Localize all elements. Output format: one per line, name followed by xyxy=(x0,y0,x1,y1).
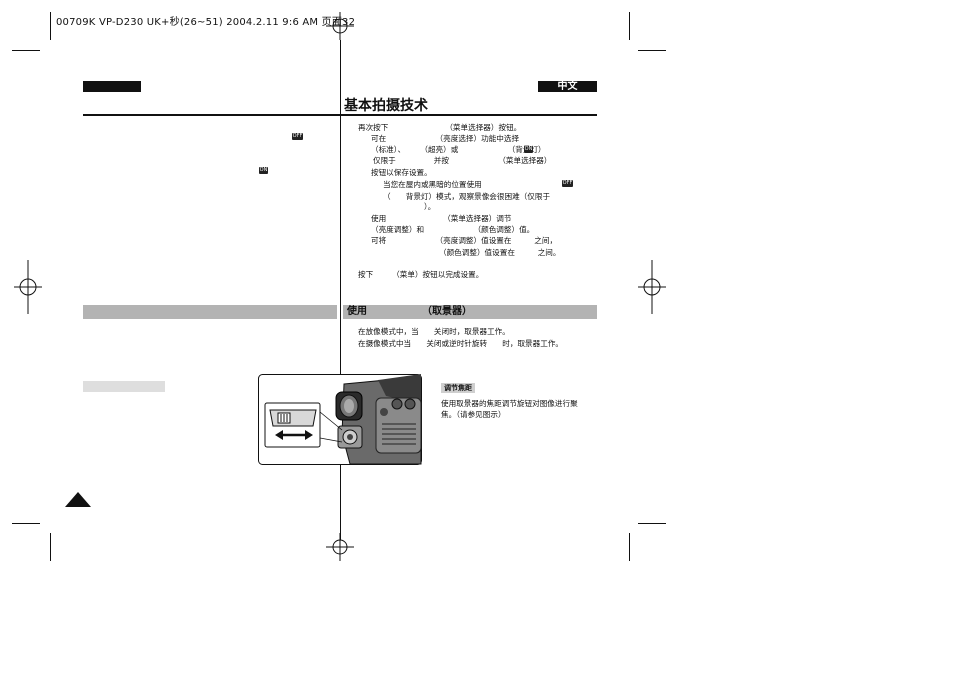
crop-mark xyxy=(629,533,630,561)
text-line: 使用取景器的焦距调节旋钮对图像进行聚 xyxy=(441,399,578,408)
page-corner-triangle-icon xyxy=(65,492,91,507)
camcorder-viewfinder-illustration xyxy=(258,374,422,465)
section-title-viewfinder: 使用 （取景器） xyxy=(347,306,472,317)
blc-off-icon: OFF xyxy=(562,180,573,187)
text-line: 使用 （菜单选择器）调节 xyxy=(371,214,512,223)
crop-mark xyxy=(638,50,666,51)
text-line: 焦。（请参见图示） xyxy=(441,410,506,419)
text-line: （标准）、 （超亮）或 （背景灯） xyxy=(371,145,546,154)
note-line: （ 背景灯）模式，观察景像会很困难（仅限于 xyxy=(383,192,551,201)
section-bar-left xyxy=(83,305,337,319)
subheading-box xyxy=(83,381,165,392)
blc-on-icon: ON xyxy=(524,146,533,153)
lang-tag-chinese: 中文 xyxy=(538,81,597,92)
text-line: （亮度调整）和 （颜色调整）值。 xyxy=(371,225,535,234)
text-line: 再次按下 （菜单选择器）按钮。 xyxy=(358,123,522,132)
title-rule xyxy=(83,114,597,116)
blc-off-icon: OFF xyxy=(292,133,303,140)
text-line: 仅限于 并按 （菜单选择器） xyxy=(373,156,552,165)
text-line: 在放像模式中，当 关闭时，取景器工作。 xyxy=(358,327,510,336)
text-line: 按钮以保存设置。 xyxy=(371,168,432,177)
text-line: 在摄像模式中当 关闭或逆时针旋转 时，取景器工作。 xyxy=(358,339,564,348)
page-title: 基本拍摄技术 xyxy=(344,98,428,114)
crop-mark xyxy=(638,523,666,524)
crop-mark xyxy=(629,12,630,40)
crop-mark xyxy=(12,50,40,51)
lang-tag-left xyxy=(83,81,141,92)
text-line: 按下 （菜单）按钮以完成设置。 xyxy=(358,270,484,279)
note-line: 当您在屋内或黑暗的位置使用 xyxy=(383,180,482,189)
section-bar-viewfinder: 使用 （取景器） xyxy=(343,305,597,319)
blc-on-icon: ON xyxy=(259,167,268,174)
text-line: 可在 （亮度选择）功能中选择 xyxy=(371,134,520,143)
print-info-header: 00709K VP-D230 UK+秒(26~51) 2004.2.11 9:6… xyxy=(56,17,356,28)
crop-mark xyxy=(12,523,40,524)
note-line: ）。 xyxy=(424,202,436,211)
crop-mark xyxy=(50,12,51,40)
crop-mark xyxy=(50,533,51,561)
text-line: 可将 （亮度调整）值设置在 之间， xyxy=(371,236,558,245)
text-line: （颜色调整）值设置在 之间。 xyxy=(439,248,561,257)
center-fold-line xyxy=(340,40,341,540)
focus-adjust-label: 调节焦距 xyxy=(441,383,475,393)
